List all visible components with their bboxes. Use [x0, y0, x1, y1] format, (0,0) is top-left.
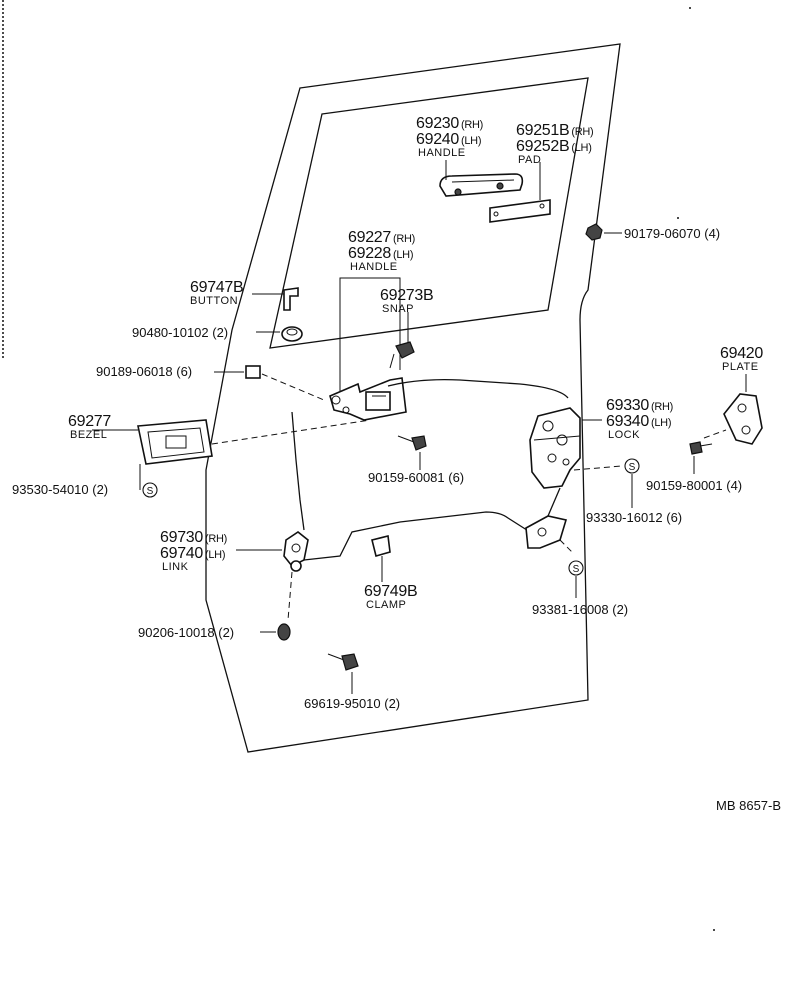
svg-text:69749B: 69749B: [364, 583, 417, 600]
inner-handle-drawing: [329, 277, 569, 421]
svg-text:HANDLE: HANDLE: [350, 261, 398, 273]
door-window-outline: [269, 77, 589, 349]
lock-drawing: [529, 407, 623, 489]
screw-right-drawing: [689, 441, 713, 474]
label-outer-handle: 69230(RH) 69240(LH) HANDLE: [416, 115, 483, 159]
svg-text:69330(RH): 69330(RH): [606, 397, 673, 414]
svg-text:69340(LH): 69340(LH): [606, 413, 671, 430]
grommet-drawing: [256, 326, 303, 342]
svg-text:69747B: 69747B: [190, 279, 243, 296]
pad-drawing: [489, 162, 551, 223]
screw-center-drawing: [397, 435, 427, 470]
label-screw-center: 90159-60081 (6): [368, 470, 464, 485]
label-plate: 69420 PLATE: [720, 345, 764, 373]
label-button: 69747B BUTTON: [190, 279, 244, 307]
label-pad: 69251B(RH) 69252B(LH) PAD: [516, 122, 594, 166]
snap-drawing: [389, 312, 415, 369]
button-drawing: [252, 287, 299, 311]
label-snap: 69273B SNAP: [380, 287, 434, 315]
screw-symbol-link: S: [568, 560, 584, 576]
speck: [689, 7, 691, 9]
svg-text:69420: 69420: [720, 345, 763, 362]
speck: [677, 217, 679, 219]
svg-text:69251B(RH): 69251B(RH): [516, 122, 593, 139]
diagram-reference-code: MB 8657-B: [716, 798, 781, 813]
svg-text:69227(RH): 69227(RH): [348, 229, 415, 246]
label-screw-bezel: 93530-54010 (2): [12, 482, 108, 497]
speck: [713, 929, 715, 931]
svg-text:69730(RH): 69730(RH): [160, 529, 227, 546]
svg-text:PAD: PAD: [518, 154, 541, 166]
svg-text:69240(LH): 69240(LH): [416, 131, 481, 148]
screw-symbol-bezel: S: [142, 482, 158, 498]
label-nut-left: 90189-06018 (6): [96, 364, 192, 379]
outer-handle-drawing: [439, 160, 524, 197]
bezel-drawing: [92, 419, 371, 490]
svg-text:69277: 69277: [68, 413, 111, 430]
svg-text:BUTTON: BUTTON: [190, 295, 238, 307]
svg-text:69740(LH): 69740(LH): [160, 545, 225, 562]
door-outline: [205, 43, 621, 753]
label-screw-lock: 93330-16012 (6): [586, 510, 682, 525]
svg-text:69228(LH): 69228(LH): [348, 245, 413, 262]
svg-text:LINK: LINK: [162, 561, 189, 573]
washer-drawing: [260, 623, 291, 641]
label-bezel: 69277 BEZEL: [68, 413, 112, 441]
svg-text:S: S: [147, 486, 154, 497]
svg-text:69273B: 69273B: [380, 287, 433, 304]
label-washer: 90206-10018 (2): [138, 625, 234, 640]
svg-text:HANDLE: HANDLE: [418, 147, 466, 159]
label-grommet: 90480-10102 (2): [132, 325, 228, 340]
label-nut-top: 90179-06070 (4): [624, 226, 720, 241]
label-inner-handle: 69227(RH) 69228(LH) HANDLE: [348, 229, 415, 273]
svg-text:CLAMP: CLAMP: [366, 599, 406, 611]
svg-text:PLATE: PLATE: [722, 361, 759, 373]
nut-top-drawing: [585, 223, 622, 241]
label-bolt-bottom: 69619-95010 (2): [304, 696, 400, 711]
label-clamp: 69749B CLAMP: [364, 583, 418, 611]
svg-text:SNAP: SNAP: [382, 303, 414, 315]
svg-text:S: S: [629, 462, 636, 473]
svg-text:S: S: [573, 564, 580, 575]
svg-text:LOCK: LOCK: [608, 429, 640, 441]
svg-text:69230(RH): 69230(RH): [416, 115, 483, 132]
label-screw-link: 93381-16008 (2): [532, 602, 628, 617]
bellcrank-drawing: [525, 487, 573, 553]
clamp-drawing: [371, 535, 391, 582]
label-link: 69730(RH) 69740(LH) LINK: [160, 529, 227, 573]
nut-left-drawing: [214, 365, 325, 401]
label-lock: 69330(RH) 69340(LH) LOCK: [606, 397, 673, 441]
label-screw-right: 90159-80001 (4): [646, 478, 742, 493]
plate-drawing: [703, 374, 763, 445]
svg-text:69252B(LH): 69252B(LH): [516, 138, 592, 155]
svg-text:BEZEL: BEZEL: [70, 429, 107, 441]
bolt-bottom-drawing: [327, 653, 359, 694]
link-drawing: [236, 411, 531, 621]
screw-symbol-lock: S: [624, 458, 640, 474]
